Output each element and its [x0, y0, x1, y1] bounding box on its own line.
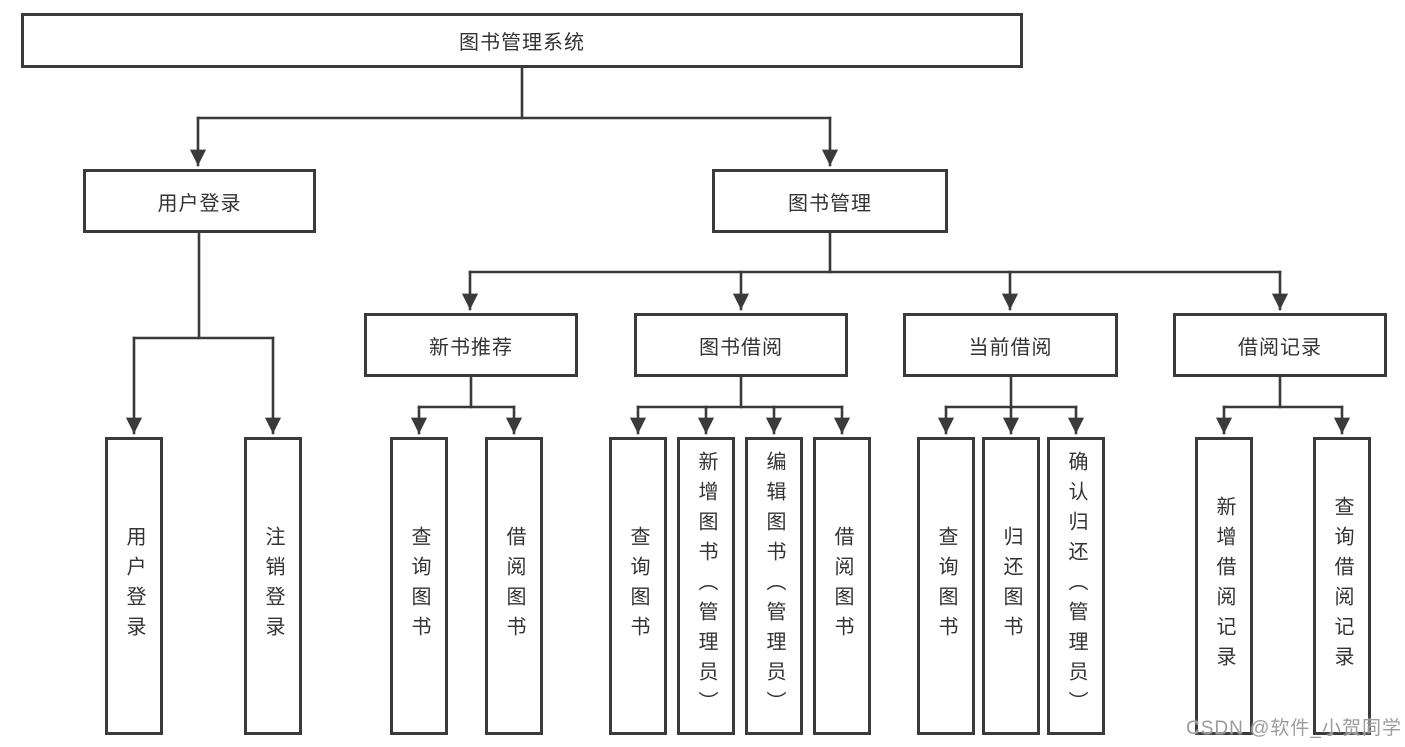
leaf-newbook-query-books: 查询图书: [390, 437, 448, 735]
node-root-system: 图书管理系统: [21, 13, 1023, 68]
connector-borrow-records: [1215, 375, 1351, 435]
node-user-login: 用户登录: [83, 169, 316, 233]
leaf-newbook-query-books-label: 查询图书: [408, 526, 430, 646]
leaf-add-books-admin: 新增图书（管理员）: [677, 437, 735, 735]
leaf-borrow-query-books: 查询图书: [609, 437, 667, 735]
node-book-borrow-label: 图书借阅: [699, 336, 783, 359]
leaf-confirm-return-admin: 确认归还（管理员）: [1047, 437, 1105, 735]
leaf-add-borrow-record-label: 新增借阅记录: [1213, 496, 1235, 676]
leaf-logout-label: 注销登录: [262, 526, 284, 646]
leaf-return-books-label: 归还图书: [1000, 526, 1022, 646]
connector-new-book: [410, 375, 523, 435]
leaf-user-login: 用户登录: [105, 437, 163, 735]
leaf-borrow-books: 借阅图书: [813, 437, 871, 735]
leaf-query-borrow-record: 查询借阅记录: [1313, 437, 1371, 735]
leaf-query-borrow-record-label: 查询借阅记录: [1331, 496, 1353, 676]
node-borrow-records: 借阅记录: [1173, 313, 1387, 377]
leaf-current-query-books-label: 查询图书: [935, 526, 957, 646]
node-borrow-records-label: 借阅记录: [1238, 336, 1322, 359]
csdn-watermark: CSDN @软件_小贺同学: [1186, 718, 1402, 739]
connector-current-borrow: [937, 375, 1085, 435]
leaf-add-books-admin-label: 新增图书（管理员）: [695, 451, 717, 721]
node-book-borrow: 图书借阅: [634, 313, 848, 377]
leaf-edit-books-admin: 编辑图书（管理员）: [745, 437, 803, 735]
leaf-newbook-borrow-books: 借阅图书: [485, 437, 543, 735]
leaf-newbook-borrow-books-label: 借阅图书: [503, 526, 525, 646]
leaf-return-books: 归还图书: [982, 437, 1040, 735]
node-new-book-recommend: 新书推荐: [364, 313, 578, 377]
connector-book-borrow: [629, 375, 851, 435]
node-root-system-label: 图书管理系统: [459, 32, 585, 54]
leaf-current-query-books: 查询图书: [917, 437, 975, 735]
node-current-borrow: 当前借阅: [903, 313, 1118, 377]
node-new-book-recommend-label: 新书推荐: [429, 336, 513, 359]
node-book-management: 图书管理: [712, 169, 948, 233]
node-current-borrow-label: 当前借阅: [968, 336, 1053, 359]
leaf-add-borrow-record: 新增借阅记录: [1195, 437, 1253, 735]
connector-user-login: [125, 231, 282, 435]
leaf-logout: 注销登录: [244, 437, 302, 735]
leaf-edit-books-admin-label: 编辑图书（管理员）: [763, 451, 785, 721]
connector-book-management: [461, 231, 1289, 311]
node-book-management-label: 图书管理: [788, 192, 872, 215]
node-user-login-label: 用户登录: [157, 192, 242, 215]
leaf-borrow-query-books-label: 查询图书: [627, 526, 649, 646]
leaf-user-login-label: 用户登录: [123, 526, 145, 646]
connector-root: [189, 66, 839, 167]
leaf-confirm-return-admin-label: 确认归还（管理员）: [1065, 451, 1087, 721]
leaf-borrow-books-label: 借阅图书: [831, 526, 853, 646]
